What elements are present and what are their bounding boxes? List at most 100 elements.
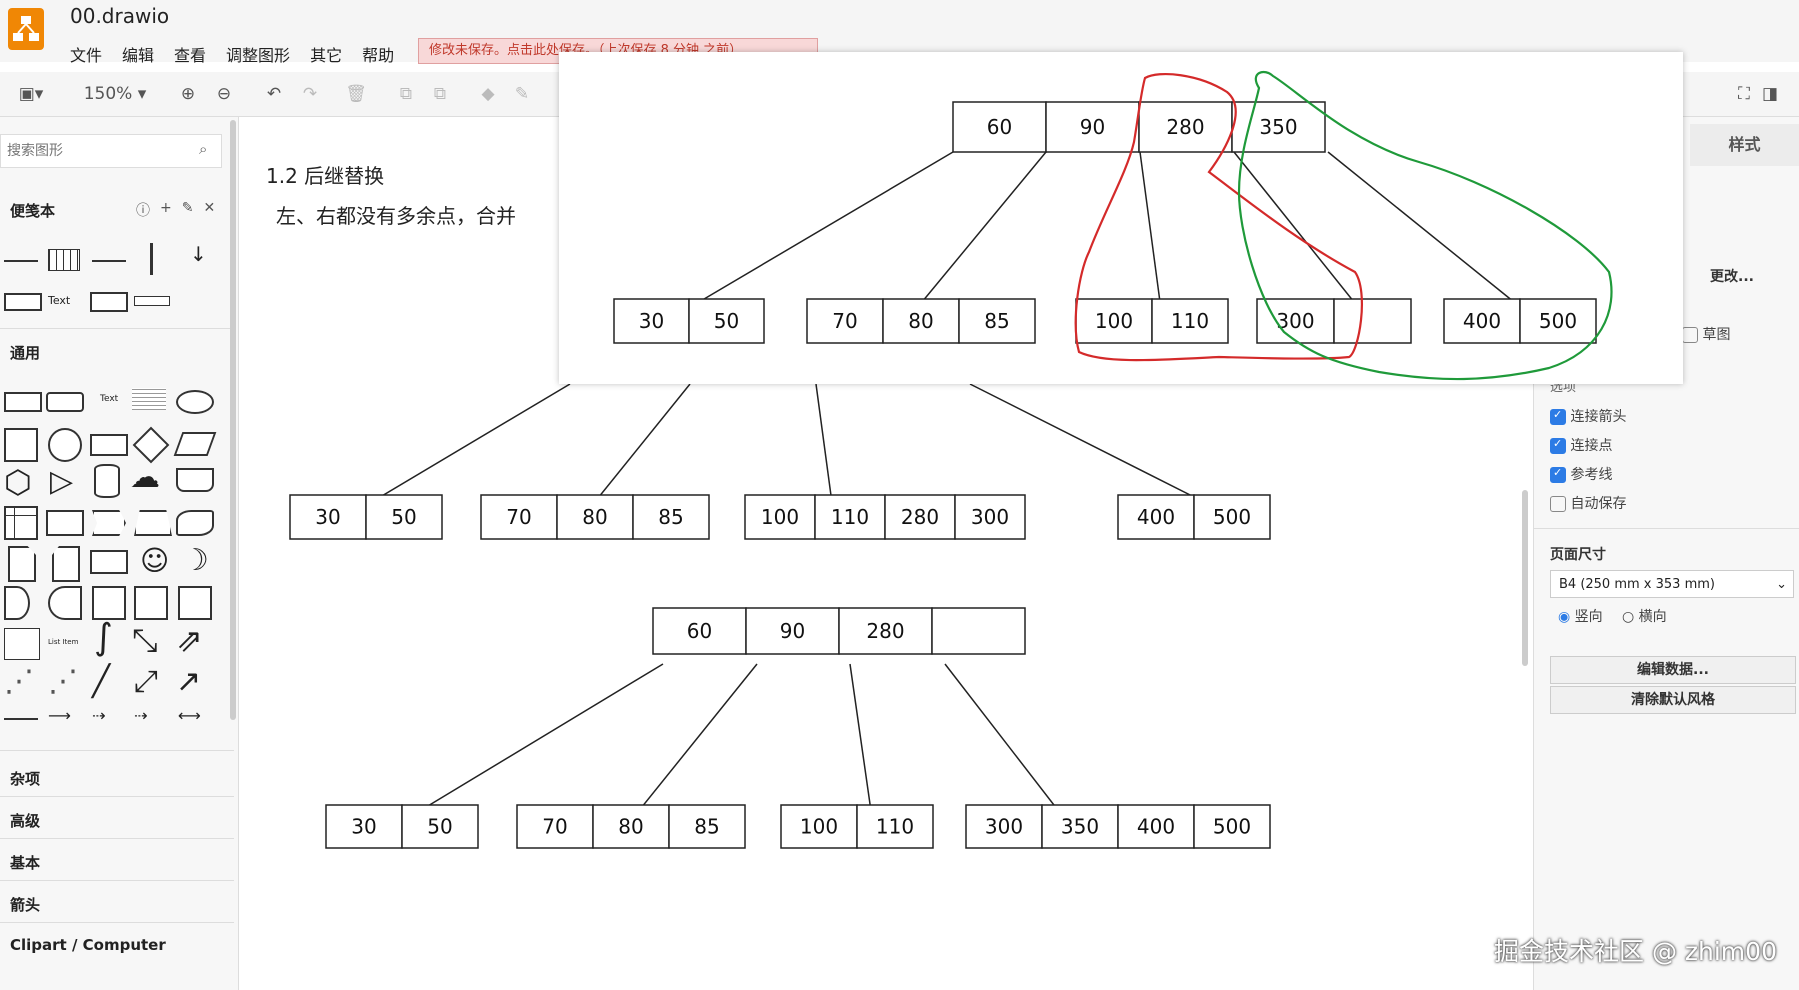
orientation-portrait[interactable]: ◉ 竖向	[1558, 606, 1603, 626]
edit-icon[interactable]: ✎	[181, 200, 194, 216]
scratch-rect-shape[interactable]	[4, 293, 42, 311]
square-shape[interactable]	[4, 428, 38, 462]
btree-key-cell[interactable]	[652, 607, 747, 655]
btree-key-cell[interactable]	[838, 607, 933, 655]
dotted-line-shape[interactable]: ⋰	[48, 664, 78, 699]
btree-key-cell[interactable]	[1041, 804, 1119, 849]
bidirectional-arrow-icon[interactable]: ⤡	[132, 621, 158, 659]
list-shape[interactable]	[4, 628, 40, 660]
style-tab[interactable]: 样式	[1690, 124, 1799, 166]
section-heading[interactable]: 1.2 后继替换	[266, 164, 385, 188]
menu-help[interactable]: 帮助	[362, 46, 395, 65]
fullscreen-icon[interactable]: ⛶	[1738, 84, 1750, 104]
menu-arrange[interactable]: 调整图形	[226, 46, 291, 65]
delay-shape[interactable]	[4, 586, 30, 620]
btree-key-cell[interactable]	[1138, 101, 1233, 153]
btree-key-cell[interactable]	[882, 298, 960, 344]
misc-section-title[interactable]: 杂项	[10, 770, 41, 788]
scratch-text-shape[interactable]: Text	[48, 294, 71, 307]
line-shape[interactable]: ╱	[92, 664, 111, 699]
change-button[interactable]: 更改...	[1710, 269, 1754, 285]
ellipse-shape[interactable]	[176, 390, 214, 414]
option-autosave[interactable]: 自动保存	[1550, 493, 1626, 513]
zoom-in-icon[interactable]: ⊕	[180, 84, 196, 104]
btree-key-cell[interactable]	[954, 494, 1026, 540]
data-storage-shape[interactable]	[48, 586, 82, 620]
cylinder-shape[interactable]	[94, 464, 120, 498]
rounded-rect-shape[interactable]	[46, 392, 84, 412]
advanced-section-title[interactable]: 高级	[10, 812, 41, 830]
card-shape[interactable]	[52, 546, 80, 582]
general-section-title[interactable]: 通用	[10, 344, 41, 362]
canvas-scrollbar[interactable]	[1522, 490, 1528, 666]
btree-key-cell[interactable]	[745, 607, 840, 655]
btree-key-cell[interactable]	[613, 298, 690, 344]
btree-key-cell[interactable]	[958, 298, 1036, 344]
btree-key-cell[interactable]	[1333, 298, 1412, 344]
frame-shape[interactable]	[134, 586, 168, 620]
btree-key-cell[interactable]	[401, 804, 479, 849]
dotted-arrow-icon[interactable]: ⇢	[134, 706, 148, 725]
radio-unselected-icon[interactable]: ○	[1622, 609, 1635, 625]
btree-key-cell[interactable]	[1151, 298, 1229, 344]
cube-shape[interactable]	[46, 510, 84, 536]
btree-key-cell[interactable]	[516, 804, 594, 849]
arrow-shape-icon[interactable]: ⇗	[176, 621, 203, 659]
scratch-arrow-down-icon[interactable]: ↓	[190, 242, 207, 266]
note-shape[interactable]	[8, 546, 36, 582]
btree-key-cell[interactable]	[289, 494, 367, 540]
triangle-shape[interactable]: ▷	[50, 464, 74, 499]
scratchpad-title[interactable]: 便笺本	[10, 202, 56, 220]
orientation-landscape[interactable]: ○ 横向	[1622, 606, 1667, 626]
to-back-icon[interactable]: ⧉	[433, 84, 447, 104]
to-front-icon[interactable]: ⧉	[399, 84, 413, 104]
page-size-select[interactable]: B4 (250 mm x 353 mm)⌄	[1550, 570, 1794, 598]
text-shape[interactable]: Text	[100, 394, 119, 404]
sketch-checkbox[interactable]	[1682, 327, 1698, 343]
guides-checkbox[interactable]	[1550, 466, 1566, 483]
add-icon[interactable]: +	[160, 200, 172, 216]
option-guides[interactable]: 参考线	[1550, 464, 1612, 484]
fill-color-icon[interactable]: ◆	[481, 84, 495, 104]
curve-shape[interactable]: ∫	[94, 617, 113, 658]
btree-key-cell[interactable]	[856, 804, 934, 849]
scratch-rect2-shape[interactable]	[90, 292, 128, 312]
circle-shape[interactable]	[48, 428, 82, 462]
arrows-section-title[interactable]: 箭头	[10, 896, 41, 914]
format-panel-toggle-icon[interactable]: ▣▾	[18, 84, 44, 104]
btree-key-cell[interactable]	[952, 101, 1047, 153]
toggle-panel-icon[interactable]: ◨	[1761, 84, 1779, 104]
help-icon[interactable]: ⓘ	[136, 203, 150, 219]
menu-view[interactable]: 查看	[174, 46, 207, 65]
dashed-arrow-icon[interactable]: ⇢	[92, 706, 106, 725]
line-color-icon[interactable]: ✎	[514, 84, 530, 104]
tape-shape[interactable]	[176, 510, 214, 536]
btree-key-cell[interactable]	[1231, 101, 1326, 153]
btree-key-cell[interactable]	[1193, 804, 1271, 849]
bidir-connector-icon[interactable]: ⤢	[134, 664, 158, 699]
clipart-section-title[interactable]: Clipart / Computer	[10, 936, 166, 954]
scratch-dash-shape[interactable]	[92, 260, 126, 262]
btree-key-cell[interactable]	[1519, 298, 1597, 344]
zoom-out-icon[interactable]: ⊖	[216, 84, 232, 104]
scratch-table-shape[interactable]	[48, 249, 80, 271]
heading-shape[interactable]	[132, 388, 166, 410]
menu-extras[interactable]: 其它	[310, 46, 343, 65]
btree-key-cell[interactable]	[592, 804, 670, 849]
btree-key-cell[interactable]	[1117, 494, 1195, 540]
connector-icon[interactable]: ⟷	[178, 706, 201, 725]
process-shape[interactable]	[90, 434, 128, 456]
btree-key-cell[interactable]	[365, 494, 443, 540]
directional-connector-icon[interactable]: ↗	[176, 664, 202, 699]
drawio-logo-icon[interactable]	[8, 8, 44, 50]
undo-icon[interactable]: ↶	[266, 84, 282, 104]
btree-key-cell[interactable]	[688, 298, 765, 344]
basic-section-title[interactable]: 基本	[10, 854, 41, 872]
scratch-vline-shape[interactable]	[150, 243, 153, 275]
edit-data-button[interactable]: 编辑数据...	[1550, 656, 1796, 684]
actor-icon[interactable]: ☺	[140, 544, 170, 577]
search-icon[interactable]: ⌕	[199, 140, 208, 158]
link-arrow-icon[interactable]: ⟶	[48, 706, 71, 725]
btree-key-cell[interactable]	[325, 804, 403, 849]
btree-key-cell[interactable]	[480, 494, 558, 540]
